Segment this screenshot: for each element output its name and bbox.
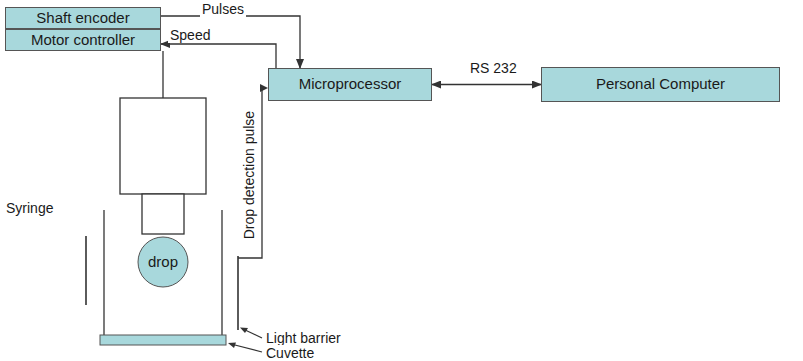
arrow-head xyxy=(260,84,268,92)
processor-box: Microprocessor xyxy=(268,68,432,101)
signal-label: Speed xyxy=(168,27,212,43)
leader-line xyxy=(231,344,262,352)
arrow-head xyxy=(240,328,248,334)
signal-label: Drop detection pulse xyxy=(241,109,257,241)
node-text: drop xyxy=(148,254,178,271)
part-label: Light barrier xyxy=(264,330,343,346)
node-text: Shaft encoder xyxy=(36,10,129,27)
connector-arrow xyxy=(161,44,276,68)
syringe-body xyxy=(120,98,206,194)
part-label: Syringe xyxy=(4,200,55,216)
part-label: Cuvette xyxy=(264,345,316,361)
cuvette-wall xyxy=(103,210,104,335)
encoder-box: Shaft encoder xyxy=(5,7,161,29)
light-barrier-plate xyxy=(237,256,239,330)
cuvette-wall xyxy=(221,210,222,335)
bus-label: RS 232 xyxy=(468,60,519,76)
cuvette-base xyxy=(100,335,226,345)
connector-arrow xyxy=(432,84,541,85)
node-text: Personal Computer xyxy=(596,76,725,93)
syringe-tip xyxy=(142,194,184,234)
signal-wire xyxy=(238,88,266,258)
drop-circle: drop xyxy=(137,236,189,288)
arrow-head xyxy=(228,343,236,349)
motor-shaft xyxy=(162,51,163,98)
connector-arrow xyxy=(161,16,300,68)
controller-box: Motor controller xyxy=(5,29,161,51)
computer-box: Personal Computer xyxy=(541,67,780,102)
node-text: Motor controller xyxy=(31,32,135,49)
node-text: Microprocessor xyxy=(299,76,402,93)
light-barrier-plate xyxy=(85,236,87,305)
signal-label: Pulses xyxy=(200,1,246,17)
